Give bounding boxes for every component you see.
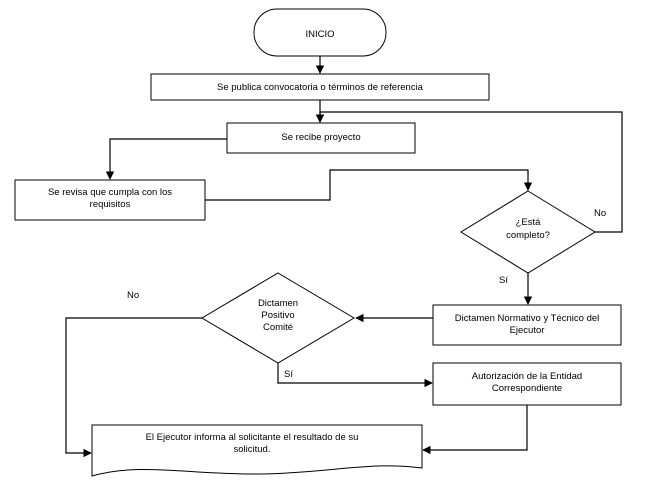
complete-decision-label-1: ¿Está bbox=[516, 217, 542, 228]
edge-receive-to-review bbox=[105, 138, 227, 180]
edge-decision-no-loop bbox=[315, 111, 623, 233]
normative-opinion-box bbox=[432, 304, 622, 346]
edge-positive-yes-to-authorization bbox=[277, 363, 433, 388]
authorization-label-1: Autorización de la Entidad bbox=[472, 371, 582, 382]
authorization-label-2: Correspondiente bbox=[492, 383, 562, 394]
inform-applicant-label-1: El Ejecutor informa al solicitante el re… bbox=[146, 432, 359, 443]
publish-call-label: Se publica convocatoria o términos de re… bbox=[217, 82, 424, 93]
inform-applicant-label-2: solicitud. bbox=[234, 444, 271, 455]
receive-project-label: Se recibe proyecto bbox=[281, 132, 360, 143]
edge-authorization-to-inform bbox=[422, 405, 528, 455]
positive-opinion-label-3: Comité bbox=[263, 322, 293, 333]
edge-label-si-2: Sí bbox=[284, 369, 293, 380]
review-requirements-box bbox=[14, 179, 206, 221]
edge-review-to-decision bbox=[205, 169, 533, 201]
edge-label-no-1: No bbox=[594, 208, 606, 219]
authorization-box bbox=[432, 362, 622, 406]
receive-project-box bbox=[226, 122, 416, 154]
complete-decision-label-2: completo? bbox=[506, 230, 550, 241]
review-requirements-label-2: requisitos bbox=[90, 199, 131, 210]
start-label: INICIO bbox=[305, 29, 334, 40]
edge-positive-no-to-inform bbox=[65, 317, 202, 458]
positive-opinion-label-2: Positivo bbox=[261, 310, 294, 321]
edge-label-si-1: Sí bbox=[499, 275, 508, 286]
normative-opinion-label-2: Ejecutor bbox=[510, 325, 545, 336]
normative-opinion-label-1: Dictamen Normativo y Técnico del bbox=[455, 313, 600, 324]
edge-label-no-2: No bbox=[127, 290, 139, 301]
inform-applicant-document bbox=[91, 424, 423, 477]
publish-call-box bbox=[150, 73, 490, 101]
positive-opinion-label-1: Dictamen bbox=[258, 298, 298, 309]
review-requirements-label-1: Se revisa que cumpla con los bbox=[48, 187, 172, 198]
